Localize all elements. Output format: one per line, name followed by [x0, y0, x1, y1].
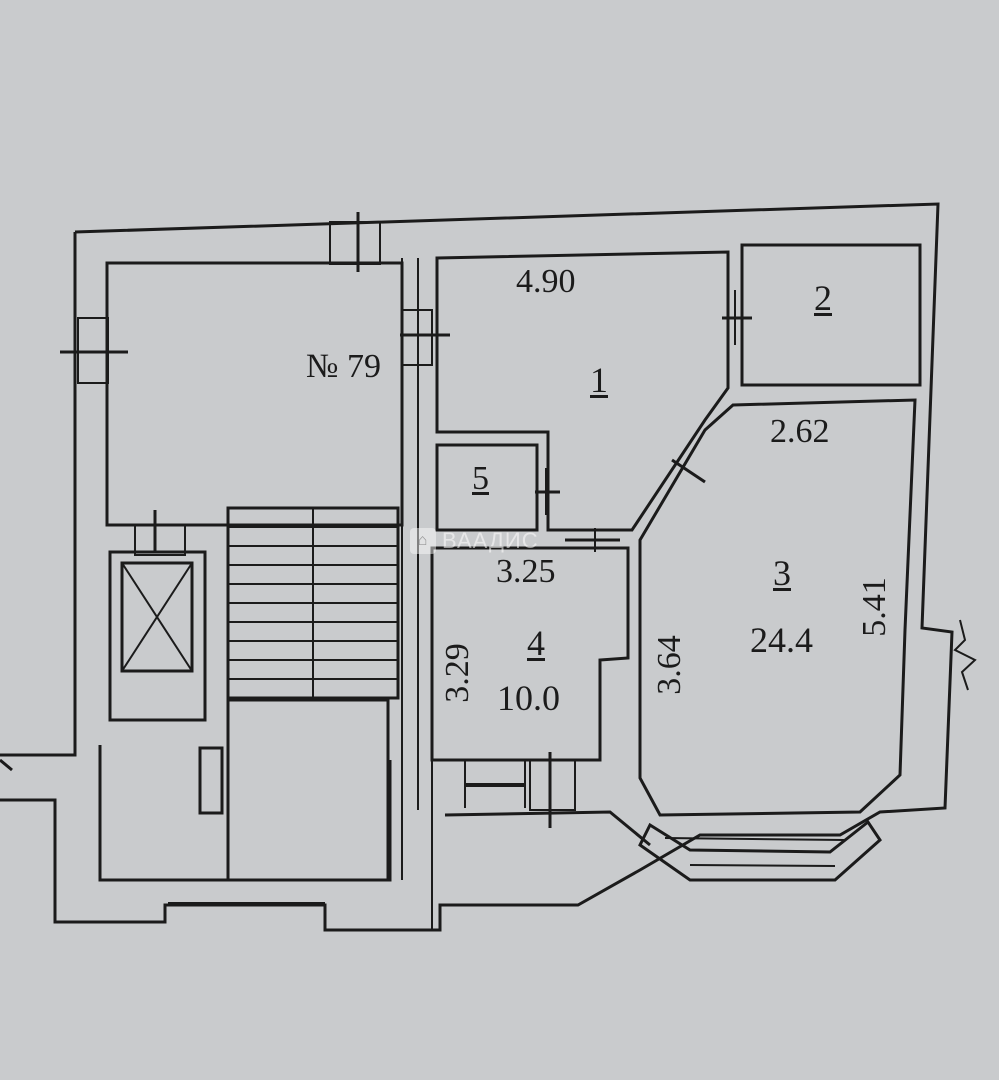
inner-wall-left — [98, 745, 392, 882]
room-2 — [740, 243, 922, 387]
room-4-width-label: 3.25 — [496, 553, 556, 590]
room-4-number: 4 — [527, 623, 545, 663]
watermark: ⌂ ВААДИС — [410, 528, 539, 554]
lift-cross-b — [121, 562, 193, 672]
outer-wall — [0, 202, 954, 932]
room-3-length-left-label: 3.64 — [650, 635, 688, 695]
watermark-text: ВААДИС — [442, 528, 539, 553]
stair-landing — [226, 698, 390, 882]
balcony — [444, 810, 651, 847]
column — [198, 746, 224, 815]
room-3-length-right-label: 5.41 — [855, 577, 893, 637]
lift-cabin — [120, 561, 194, 673]
room-1-number: 1 — [590, 360, 608, 400]
break-line-icon — [953, 619, 977, 691]
room-hall-79 — [105, 261, 404, 527]
room-1-width-label: 4.90 — [516, 263, 576, 300]
room-5 — [435, 443, 539, 532]
room-3 — [638, 398, 917, 817]
bay-window — [638, 819, 882, 882]
door-tick-room-3 — [671, 458, 706, 484]
room-4-area: 10.0 — [497, 678, 560, 718]
entry-tick-left — [0, 758, 13, 772]
lift-shaft — [108, 550, 207, 722]
room-3-area: 24.4 — [750, 620, 813, 660]
outer-wall-left — [0, 232, 77, 757]
apartment-number-label: № 79 — [306, 348, 381, 385]
room-2-number: 2 — [814, 278, 832, 318]
room-3-number: 3 — [773, 553, 791, 593]
room-3-width-label: 2.62 — [770, 413, 830, 450]
room-4-length-label: 3.29 — [438, 643, 476, 703]
room-5-number: 5 — [472, 460, 489, 497]
house-logo-icon: ⌂ — [410, 528, 436, 554]
room-1 — [435, 250, 730, 532]
